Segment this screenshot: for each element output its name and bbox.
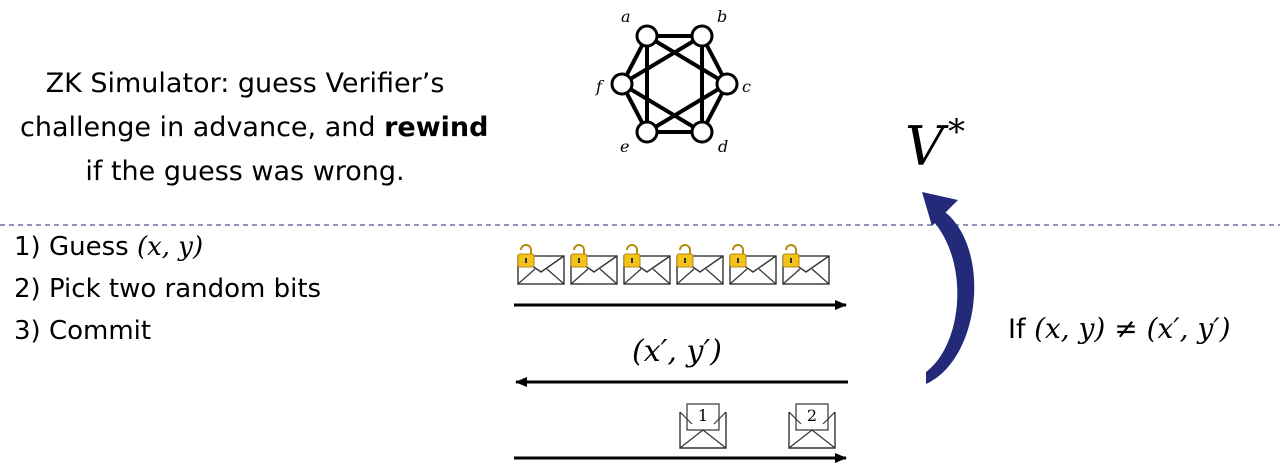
- opened-envelope-2: 2: [788, 403, 836, 449]
- verifier-star: *: [948, 112, 965, 152]
- graph-nodes: [610, 24, 739, 144]
- graph-node-a: [635, 24, 659, 48]
- locked-envelopes: [517, 244, 830, 285]
- locked-envelope-5: [729, 244, 777, 285]
- rewind-condition: If (x, y) ≠ (x′, y′): [1008, 312, 1231, 345]
- graph-node-b: [690, 24, 714, 48]
- challenge-label: (x′, y′): [632, 334, 722, 369]
- step-guess-math: (x, y): [136, 232, 204, 262]
- graph-edges: [620, 34, 729, 134]
- opened-envelope-2-number: 2: [807, 406, 817, 425]
- node-label-e: e: [620, 137, 629, 156]
- verifier-label: V*: [905, 102, 965, 177]
- rewind-arrow: [922, 192, 975, 384]
- lock-icon: [676, 244, 694, 268]
- locked-envelope-4: [676, 244, 724, 285]
- locked-envelope-2: [570, 244, 618, 285]
- opened-envelope-1-number: 1: [698, 406, 708, 425]
- step-guess: 1) Guess (x, y): [14, 226, 321, 268]
- step-commit: 3) Commit: [14, 316, 152, 346]
- node-label-c: c: [742, 77, 751, 96]
- step-guess-text: 1) Guess: [14, 232, 137, 262]
- locked-envelope-3: [623, 244, 671, 285]
- title-line-2-prefix: challenge in advance, and: [20, 112, 385, 143]
- step-pick-bits: 2) Pick two random bits: [14, 274, 322, 304]
- graph-node-c: [715, 72, 739, 96]
- condition-prefix: If: [1008, 314, 1035, 345]
- simulator-title: ZK Simulator: guess Verifier’s challenge…: [20, 62, 488, 194]
- graph-node-f: [610, 72, 634, 96]
- lock-icon: [729, 244, 747, 268]
- title-line-2: challenge in advance, and rewind: [20, 106, 488, 150]
- locked-envelope-1: [517, 244, 565, 285]
- title-line-3: if the guess was wrong.: [85, 156, 405, 187]
- node-label-f: f: [595, 77, 605, 96]
- locked-envelope-6: [782, 244, 830, 285]
- condition-math: (x, y) ≠ (x′, y′): [1034, 312, 1231, 345]
- node-label-a: a: [621, 7, 631, 26]
- node-label-b: b: [717, 7, 727, 26]
- graph-node-d: [690, 120, 714, 144]
- lock-icon: [623, 244, 641, 268]
- opened-envelope-1: 1: [679, 403, 727, 449]
- title-rewind-word: rewind: [384, 112, 489, 143]
- steps-list: 1) Guess (x, y) 2) Pick two random bits …: [14, 226, 321, 352]
- verifier-letter: V: [905, 115, 944, 178]
- title-line-1: ZK Simulator: guess Verifier’s: [45, 68, 445, 99]
- graph: a b c d e f: [595, 7, 751, 156]
- node-label-d: d: [718, 137, 728, 156]
- lock-icon: [782, 244, 800, 268]
- lock-icon: [517, 244, 535, 268]
- lock-icon: [570, 244, 588, 268]
- graph-node-e: [635, 120, 659, 144]
